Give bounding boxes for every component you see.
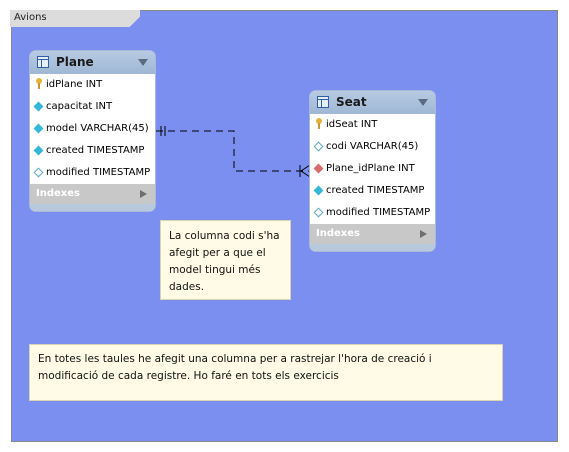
table-footer	[30, 204, 155, 211]
primary-key-icon	[316, 118, 322, 129]
note-text: La columna codi s'ha afegit per a que el…	[169, 230, 280, 293]
expand-arrow-icon[interactable]	[140, 190, 147, 198]
indexes-label: Indexes	[36, 188, 80, 199]
column-row[interactable]: created TIMESTAMP	[30, 140, 155, 162]
chevron-down-icon[interactable]	[138, 59, 148, 66]
column-row[interactable]: capacitat INT	[30, 96, 155, 118]
foreign-key-icon	[313, 163, 324, 174]
column-label: created TIMESTAMP	[326, 185, 425, 196]
table-seat[interactable]: Seat idSeat INT codi VARCHAR(45) Plane_i…	[310, 91, 435, 251]
column-row[interactable]: created TIMESTAMP	[310, 180, 435, 202]
table-header[interactable]: Seat	[310, 91, 435, 114]
expand-arrow-icon[interactable]	[420, 230, 427, 238]
diagram-tab-label: Avions	[14, 12, 47, 23]
nullable-column-icon	[313, 141, 324, 152]
column-icon	[33, 145, 44, 156]
column-label: idSeat INT	[326, 119, 378, 130]
column-label: model VARCHAR(45)	[46, 123, 149, 134]
indexes-section[interactable]: Indexes	[30, 184, 155, 204]
column-label: capacitat INT	[46, 101, 113, 112]
column-label: created TIMESTAMP	[46, 145, 145, 156]
diagram-tab[interactable]: Avions	[10, 10, 140, 27]
column-label: modified TIMESTAMP	[326, 207, 431, 218]
column-icon	[33, 101, 44, 112]
column-icon	[313, 185, 324, 196]
column-label: Plane_idPlane INT	[326, 163, 415, 174]
note-text: En totes les taules he afegit una column…	[38, 353, 432, 382]
chevron-down-icon[interactable]	[418, 99, 428, 106]
indexes-section[interactable]: Indexes	[310, 224, 435, 244]
nullable-column-icon	[313, 207, 324, 218]
column-row[interactable]: codi VARCHAR(45)	[310, 136, 435, 158]
note-timestamps[interactable]: En totes les taules he afegit una column…	[29, 344, 503, 401]
column-row[interactable]: idSeat INT	[310, 114, 435, 136]
column-icon	[33, 123, 44, 134]
table-name: Seat	[336, 95, 367, 109]
nullable-column-icon	[33, 167, 44, 178]
table-icon	[37, 56, 49, 68]
table-name: Plane	[56, 55, 94, 69]
column-row[interactable]: idPlane INT	[30, 74, 155, 96]
note-codi-column[interactable]: La columna codi s'ha afegit per a que el…	[160, 220, 291, 300]
column-row[interactable]: modified TIMESTAMP	[310, 202, 435, 224]
primary-key-icon	[36, 78, 42, 89]
column-label: modified TIMESTAMP	[46, 167, 151, 178]
column-row[interactable]: model VARCHAR(45)	[30, 118, 155, 140]
table-icon	[317, 96, 329, 108]
column-row[interactable]: Plane_idPlane INT	[310, 158, 435, 180]
table-plane[interactable]: Plane idPlane INT capacitat INT model VA…	[30, 51, 155, 211]
indexes-label: Indexes	[316, 228, 360, 239]
column-label: idPlane INT	[46, 79, 103, 90]
column-row[interactable]: modified TIMESTAMP	[30, 162, 155, 184]
column-label: codi VARCHAR(45)	[326, 141, 419, 152]
table-footer	[310, 244, 435, 251]
table-header[interactable]: Plane	[30, 51, 155, 74]
